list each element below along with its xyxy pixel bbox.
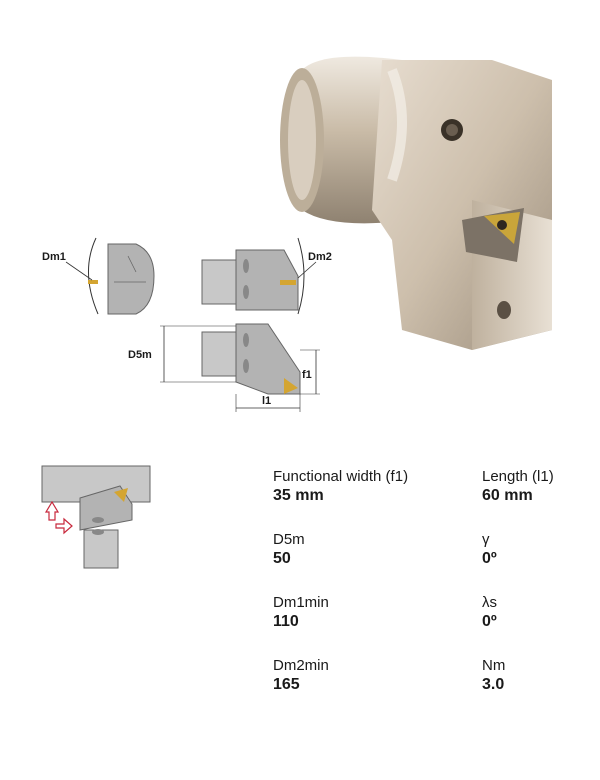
spec-value: 0º [482, 550, 497, 567]
spec-label: Length (l1) [482, 468, 554, 485]
spec-label: Dm1min [273, 594, 329, 611]
spec-label: λs [482, 594, 497, 611]
spec-value: 60 mm [482, 487, 533, 504]
spec-d5m: D5m 50 [273, 531, 305, 569]
spec-label: Nm [482, 657, 506, 674]
spec-value: 110 [273, 613, 299, 630]
spec-nm: Nm 3.0 [482, 657, 505, 695]
dimension-diagram: Dm1 Dm2 D5m f1 l1 [42, 237, 332, 412]
spec-label: γ [482, 531, 490, 548]
spec-dm2min: Dm2min 165 [273, 657, 329, 695]
spec-value: 165 [273, 676, 300, 693]
l1-label: l1 [262, 395, 271, 407]
spec-label: Functional width (f1) [273, 468, 409, 485]
spec-label: D5m [273, 531, 305, 548]
holder-shank [83, 529, 119, 569]
spec-value: 50 [273, 550, 291, 567]
dm1-label: Dm1 [42, 251, 66, 263]
spec-functional-width: Functional width (f1) 35 mm [273, 468, 408, 506]
spec-value: 35 mm [273, 487, 324, 504]
dm1-view [107, 243, 155, 315]
dm2-label: Dm2 [308, 251, 332, 263]
dm2-view [235, 249, 299, 311]
application-sketch [41, 465, 151, 569]
spec-value: 0º [482, 613, 497, 630]
spec-label: Dm2min [273, 657, 329, 674]
spec-gamma: γ 0º [482, 531, 497, 569]
spec-dm1min: Dm1min 110 [273, 594, 329, 632]
tool-holder-photo [280, 56, 552, 350]
dm1-arc [87, 237, 99, 315]
f1-label: f1 [302, 369, 312, 381]
spec-lambda-s: λs 0º [482, 594, 497, 632]
feed-arrow-right-icon [55, 517, 73, 535]
spec-value: 3.0 [482, 676, 505, 693]
feed-arrow-up-icon [44, 500, 60, 521]
d5m-label: D5m [128, 349, 152, 361]
spec-length: Length (l1) 60 mm [482, 468, 554, 506]
